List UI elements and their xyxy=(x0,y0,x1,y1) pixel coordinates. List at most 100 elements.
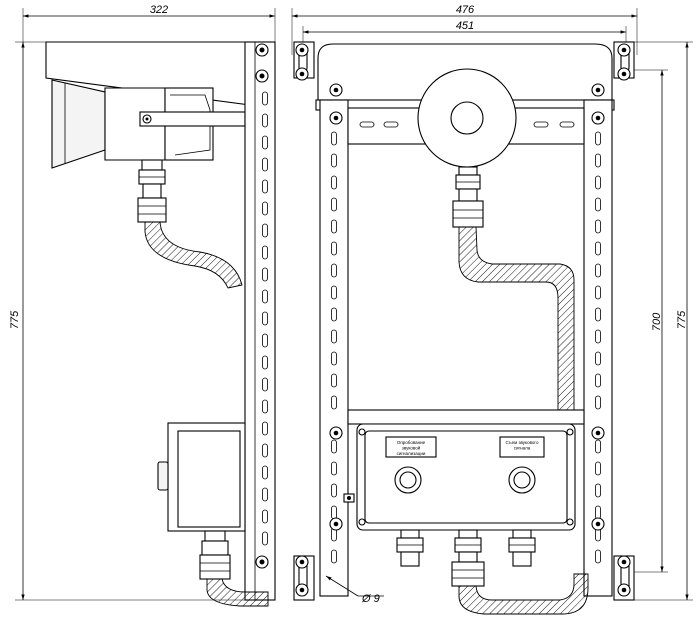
front-cable-gland-top xyxy=(452,166,484,228)
front-cable xyxy=(458,226,575,411)
rail-slot xyxy=(595,483,601,498)
crossbar-slot xyxy=(359,121,375,128)
hole-diameter-callout: Ø 9 xyxy=(325,575,384,605)
rail-slot xyxy=(331,307,337,322)
front-bolts xyxy=(295,43,631,597)
rail-slot xyxy=(331,461,337,476)
rail-slot xyxy=(262,377,268,392)
rail-slot xyxy=(262,531,268,546)
side-control-box xyxy=(157,422,246,532)
front-cable-gland-bottom-left xyxy=(396,529,424,567)
rail-slot xyxy=(595,307,601,322)
rail-slot xyxy=(262,179,268,194)
reset-signal-label-plate xyxy=(499,436,545,458)
rail-slot xyxy=(331,285,337,300)
front-cable-gland-bottom-right xyxy=(508,529,536,567)
rail-slot xyxy=(595,549,601,564)
side-cable xyxy=(144,221,243,289)
side-cable-bottom xyxy=(206,578,269,607)
rail-slot xyxy=(262,509,268,524)
dimension-side-width: 322 xyxy=(22,4,276,42)
rail-slot xyxy=(331,175,337,190)
front-inner-width-value: 451 xyxy=(456,20,474,32)
rail-slot xyxy=(262,201,268,216)
rail-slot xyxy=(262,135,268,150)
rail-slot xyxy=(595,219,601,234)
side-mounting-rail xyxy=(244,41,276,601)
rail-slot xyxy=(262,245,268,260)
hole-diameter-value: Ø 9 xyxy=(361,593,380,605)
rail-slot xyxy=(331,131,337,146)
rail-slot xyxy=(595,263,601,278)
rail-slot xyxy=(262,223,268,238)
dimension-front-mount-spacing: 700 xyxy=(630,69,668,573)
rail-slot xyxy=(262,487,268,502)
rail-slot xyxy=(595,395,601,410)
rail-slot xyxy=(331,351,337,366)
rail-slot xyxy=(331,505,337,520)
horn-bracket xyxy=(139,111,246,127)
side-height-value: 775 xyxy=(9,310,21,329)
front-mount-spacing-value: 700 xyxy=(651,312,663,331)
rail-slot xyxy=(331,439,337,454)
rail-slot xyxy=(595,329,601,344)
rail-slot xyxy=(331,241,337,256)
rail-slot xyxy=(262,91,268,106)
side-cable-gland-bottom xyxy=(199,530,231,580)
rail-slot xyxy=(262,267,268,282)
front-horn xyxy=(417,68,517,168)
front-total-width-value: 476 xyxy=(456,4,475,16)
rail-slot xyxy=(262,355,268,370)
rail-slot xyxy=(595,505,601,520)
rail-slot xyxy=(331,263,337,278)
dimension-side-height: 775 xyxy=(9,41,245,601)
rail-slot xyxy=(595,175,601,190)
side-width-value: 322 xyxy=(150,4,168,16)
front-total-height-value: 775 xyxy=(676,310,688,329)
rail-slot xyxy=(262,421,268,436)
side-view: 322 775 xyxy=(9,4,276,607)
rail-slot xyxy=(331,197,337,212)
rail-slot xyxy=(595,131,601,146)
front-view: 476 451 700 775 xyxy=(291,4,693,615)
rail-slot xyxy=(595,461,601,476)
front-cable-bottom xyxy=(458,573,589,615)
dimension-front-total-width: 476 xyxy=(291,4,638,55)
rail-slot xyxy=(331,219,337,234)
rail-slot xyxy=(262,399,268,414)
side-cable-gland-top xyxy=(137,159,167,223)
rail-slot xyxy=(262,333,268,348)
rail-slot xyxy=(331,153,337,168)
rail-slot xyxy=(595,153,601,168)
rail-slot xyxy=(331,329,337,344)
front-cable-gland-bottom-middle xyxy=(451,529,485,587)
rail-slot xyxy=(331,549,337,564)
rail-slot xyxy=(262,289,268,304)
rail-slot xyxy=(331,483,337,498)
crossbar-slots xyxy=(359,121,575,128)
front-crossbar-middle xyxy=(347,409,585,425)
horn-flare xyxy=(51,79,106,169)
dimension-front-total-height: 775 xyxy=(615,41,693,601)
rail-slot xyxy=(595,197,601,212)
rail-slot xyxy=(331,373,337,388)
test-signal-label-plate xyxy=(385,436,437,458)
rail-slot xyxy=(595,285,601,300)
rail-slot xyxy=(595,439,601,454)
rail-slot xyxy=(262,157,268,172)
rail-slot xyxy=(262,113,268,128)
crossbar-slot xyxy=(383,121,399,128)
rail-slot xyxy=(262,311,268,326)
crossbar-slot xyxy=(559,121,575,128)
side-rail-slots xyxy=(262,91,268,546)
rail-slot xyxy=(262,465,268,480)
rail-slot xyxy=(331,395,337,410)
front-rail-left-slots xyxy=(331,131,337,564)
rail-slot xyxy=(595,351,601,366)
rail-slot xyxy=(595,241,601,256)
rail-slot xyxy=(595,373,601,388)
